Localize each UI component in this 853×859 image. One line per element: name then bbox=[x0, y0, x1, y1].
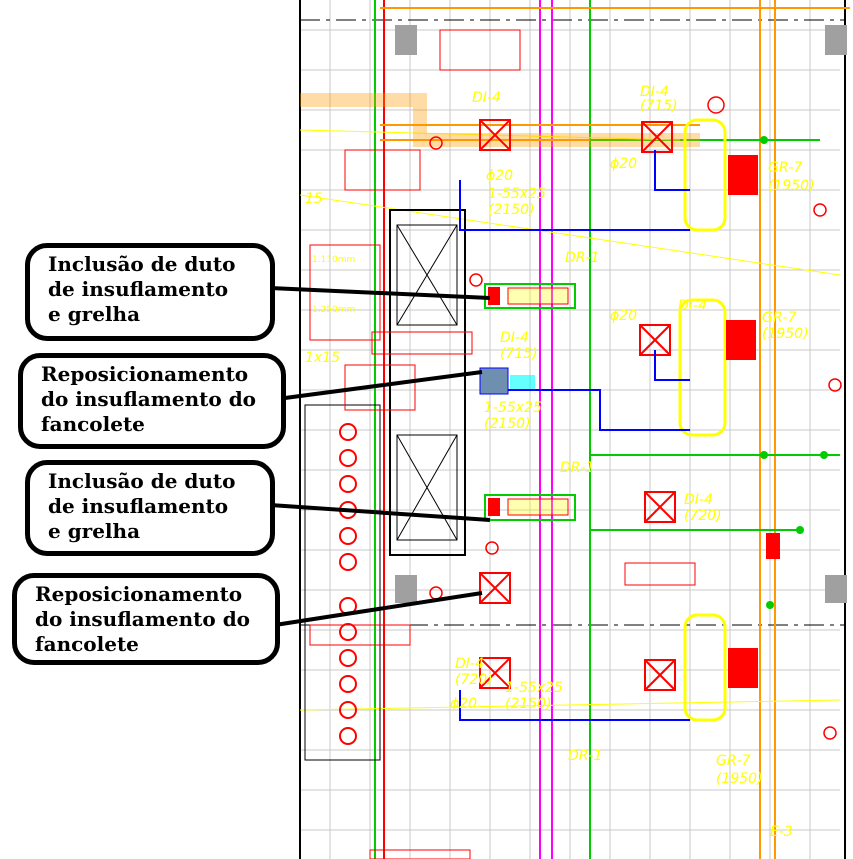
svg-text:DI-4: DI-4 bbox=[684, 492, 713, 508]
callout-reposition-2: Reposicionamento do insuflamento do fanc… bbox=[12, 573, 280, 665]
red-coils bbox=[726, 155, 780, 688]
svg-text:ϕ20: ϕ20 bbox=[610, 156, 637, 172]
svg-text:1x15: 1x15 bbox=[305, 350, 340, 366]
callout-line: e grelha bbox=[48, 519, 141, 543]
svg-text:DI-4: DI-4 bbox=[678, 298, 707, 314]
callout-line: do insuflamento do bbox=[41, 387, 257, 411]
markers bbox=[429, 96, 842, 740]
svg-text:ϕ20: ϕ20 bbox=[610, 308, 637, 324]
svg-text:1-55x25: 1-55x25 bbox=[484, 400, 542, 416]
spec-tables bbox=[309, 29, 696, 859]
callout-add-duct-1: Inclusão de duto de insuflamento e grelh… bbox=[25, 243, 275, 341]
svg-text:(715): (715) bbox=[500, 346, 538, 362]
callout-line: e grelha bbox=[48, 302, 141, 326]
green-dots bbox=[760, 136, 828, 609]
svg-text:DR-1: DR-1 bbox=[565, 250, 599, 266]
callout-reposition-1: Reposicionamento do insuflamento do fanc… bbox=[18, 353, 286, 449]
air-handlers bbox=[678, 118, 727, 722]
callout-line: Reposicionamento bbox=[41, 362, 249, 386]
new-grille-1 bbox=[484, 283, 576, 309]
svg-text:DI-4: DI-4 bbox=[640, 84, 669, 100]
callout-line: Inclusão de duto bbox=[48, 469, 236, 493]
svg-text:(2150): (2150) bbox=[484, 416, 531, 432]
svg-text:ϕ20: ϕ20 bbox=[450, 696, 477, 712]
svg-text:DR-1: DR-1 bbox=[568, 748, 602, 764]
callout-line: Reposicionamento bbox=[35, 582, 243, 606]
callout-line: de insuflamento bbox=[48, 494, 229, 518]
svg-text:E-3: E-3 bbox=[770, 824, 793, 840]
svg-text:(2150): (2150) bbox=[488, 202, 535, 218]
svg-text:(1950): (1950) bbox=[716, 771, 763, 787]
svg-text:(720): (720) bbox=[684, 508, 722, 524]
plan-labels: GR-7 (1950) GR-7 (1950) GR-7 (1950) DI-4… bbox=[305, 84, 815, 840]
svg-text:(715): (715) bbox=[640, 98, 678, 114]
piping bbox=[299, 0, 850, 859]
svg-text:(720): (720) bbox=[455, 672, 493, 688]
svg-text:GR-7: GR-7 bbox=[716, 753, 751, 769]
svg-text:1-55x25: 1-55x25 bbox=[488, 186, 546, 202]
svg-text:1.250mm: 1.250mm bbox=[312, 305, 355, 315]
leader-lines bbox=[269, 286, 491, 627]
callout-line: fancolete bbox=[35, 632, 139, 656]
svg-text:(2150): (2150) bbox=[505, 696, 552, 712]
callout-line: Inclusão de duto bbox=[48, 252, 236, 276]
svg-text:GR-7: GR-7 bbox=[762, 310, 797, 326]
svg-text:1.110mm: 1.110mm bbox=[312, 255, 355, 265]
diffusers bbox=[479, 119, 676, 691]
svg-text:(1950): (1950) bbox=[762, 326, 809, 342]
callout-line: de insuflamento bbox=[48, 277, 229, 301]
supply-ducts bbox=[459, 150, 690, 721]
svg-text:(1950): (1950) bbox=[768, 178, 815, 194]
callout-line: do insuflamento do bbox=[35, 607, 251, 631]
new-grille-2 bbox=[484, 494, 576, 521]
repositioned-outlet-1 bbox=[479, 367, 535, 395]
svg-text:15: 15 bbox=[305, 191, 323, 207]
svg-text:DI-4: DI-4 bbox=[500, 330, 529, 346]
svg-text:ϕ20: ϕ20 bbox=[486, 168, 513, 184]
callout-line: fancolete bbox=[41, 412, 145, 436]
svg-text:DR-1: DR-1 bbox=[560, 460, 594, 476]
main-duct bbox=[300, 93, 700, 147]
svg-text:DI-4: DI-4 bbox=[455, 656, 484, 672]
svg-text:DI-4: DI-4 bbox=[472, 90, 501, 106]
callout-add-duct-2: Inclusão de duto de insuflamento e grelh… bbox=[25, 460, 275, 556]
svg-text:GR-7: GR-7 bbox=[768, 160, 803, 176]
svg-text:1-55x25: 1-55x25 bbox=[505, 680, 563, 696]
